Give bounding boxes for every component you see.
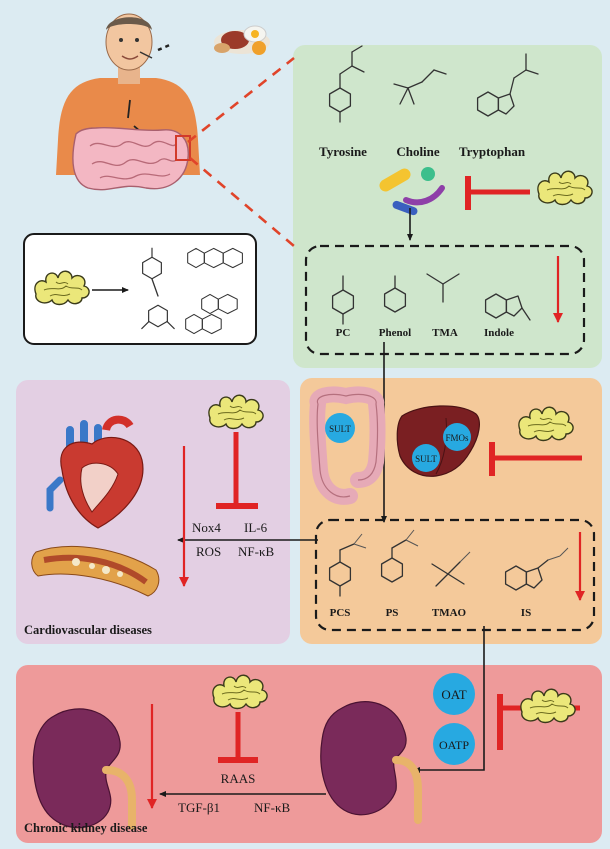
cv-mediator-nox4: Nox4	[192, 520, 221, 535]
toxin-label-pcs: PCS	[330, 607, 351, 619]
kidney-mediator-nfkb: NF-κB	[254, 800, 290, 815]
precursor-label-choline: Choline	[396, 144, 440, 159]
precursor-label-tryptophan: Tryptophan	[459, 144, 526, 159]
cv-mediator-nfkb: NF-κB	[238, 544, 274, 559]
cv-mediator-ros: ROS	[196, 544, 221, 559]
zoom-line-bottom	[190, 158, 294, 246]
metabolite-label-tma: TMA	[432, 327, 458, 339]
intestine-icon	[73, 128, 190, 190]
toxin-label-tmao: TMAO	[432, 607, 467, 619]
zoom-line-top	[188, 58, 294, 142]
transporter-label-oatp: OATP	[439, 738, 469, 752]
cv-mediator-il6: IL-6	[244, 520, 268, 535]
enzyme-label-sult-colon: SULT	[329, 424, 351, 434]
transporter-label-oat: OAT	[441, 687, 466, 702]
enzyme-label-fmos: FMOs	[445, 433, 469, 443]
toxin-label-ps: PS	[386, 607, 399, 619]
metabolite-label-indole: Indole	[484, 327, 514, 339]
kidney-mediator-tgfb1: TGF-β1	[178, 800, 220, 815]
gut-microbiota-panel	[293, 45, 602, 368]
enzyme-label-sult-liver: SULT	[415, 454, 437, 464]
cv-disease-label: Cardiovascular diseases	[24, 623, 152, 637]
toxin-label-is: IS	[521, 607, 531, 619]
metabolite-label-pc: PC	[336, 327, 351, 339]
kidney-mediator-raas: RAAS	[221, 771, 256, 786]
ckd-disease-label: Chronic kidney disease	[24, 821, 148, 835]
precursor-label-tyrosine: Tyrosine	[319, 144, 367, 159]
food-icon	[214, 26, 270, 55]
metabolite-label-phenol: Phenol	[379, 327, 411, 339]
